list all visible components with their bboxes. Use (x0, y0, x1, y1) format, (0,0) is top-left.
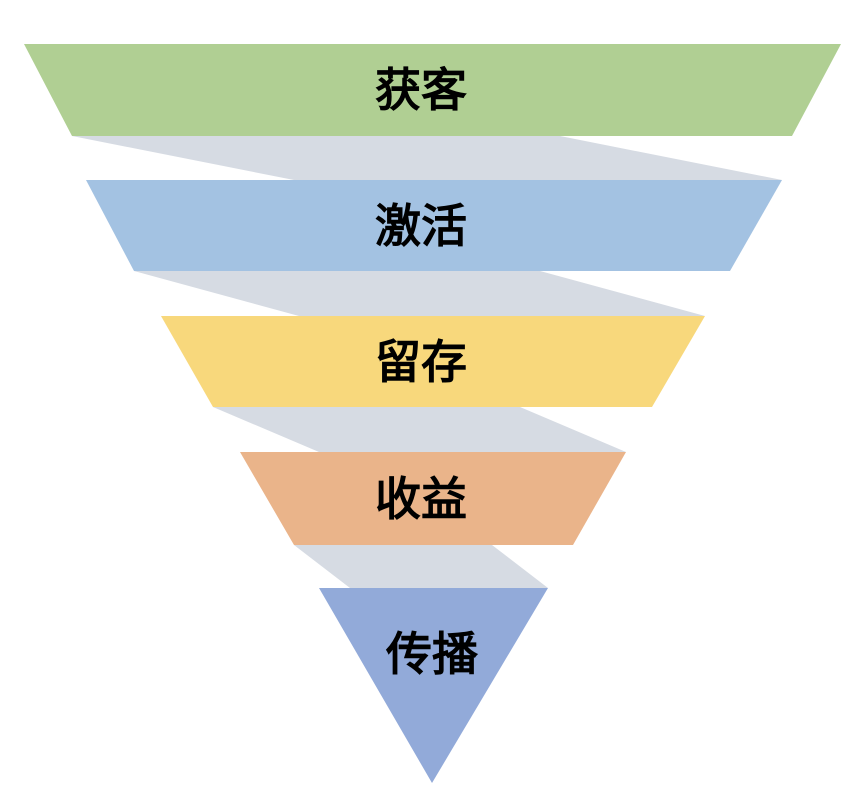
funnel-stage-3-label: 留存 (375, 335, 467, 389)
funnel-stage-4-label: 收益 (375, 472, 467, 526)
funnel-stage-1-label: 获客 (375, 63, 467, 117)
funnel-stage-2: 激活 (86, 180, 782, 271)
funnel-connector-2 (134, 271, 705, 316)
funnel-stage-5-band (319, 588, 548, 783)
funnel-stage-5-label: 传播 (385, 627, 479, 681)
funnel-connector-4 (294, 545, 548, 588)
funnel-stage-3: 留存 (161, 316, 705, 407)
funnel-stage-1: 获客 (24, 44, 841, 136)
funnel-connector-1 (72, 136, 782, 180)
funnel-stage-2-band (86, 180, 782, 271)
funnel-stage-3-band (161, 316, 705, 407)
funnel-stage-4-band (240, 452, 626, 545)
funnel-stage-5: 传播 (319, 588, 548, 783)
funnel-stage-4: 收益 (240, 452, 626, 545)
funnel-stage-1-band (24, 44, 841, 136)
funnel-connector-3 (213, 407, 626, 452)
funnel-stage-2-label: 激活 (375, 199, 467, 253)
